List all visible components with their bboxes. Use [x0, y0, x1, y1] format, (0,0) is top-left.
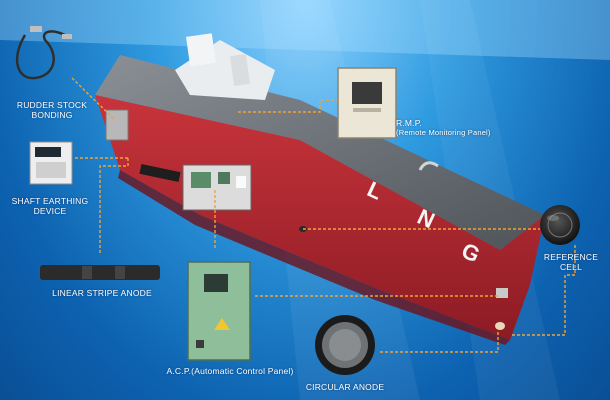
connector-ref-cell: [512, 245, 576, 336]
reference-cell-label: REFERENCE CELL: [538, 252, 604, 272]
linear-stripe-anode-item: [40, 265, 160, 280]
reference-cell-item: [540, 205, 580, 245]
rudder-stock-bonding-label: RUDDER STOCK BONDING: [12, 100, 92, 120]
rmp-line2: (Remote Monitoring Panel): [396, 128, 491, 137]
shaft-earthing-label: SHAFT EARTHING DEVICE: [4, 196, 96, 216]
connector-rmp: [238, 99, 345, 113]
hull-equipment: [105, 109, 252, 211]
rmp-label: R.M.P. (Remote Monitoring Panel): [396, 118, 492, 138]
ship-deck: [95, 33, 545, 250]
rudder-stock-bonding-line1: RUDDER STOCK: [16, 100, 88, 110]
reference-cell-line1: REFERENCE: [543, 252, 599, 262]
connector-rudder: [71, 77, 116, 121]
linear-stripe-anode-label: LINEAR STRIPE ANODE: [52, 288, 152, 298]
connector-stripe: [99, 158, 129, 255]
connector-circular: [380, 330, 499, 353]
shaft-earthing-line2: DEVICE: [33, 206, 67, 216]
shaft-earthing-item: [29, 141, 73, 185]
circular-anode-label: CIRCULAR ANODE: [305, 382, 385, 392]
reference-cell-line2: CELL: [559, 262, 583, 272]
acp-label: A.C.P.(Automatic Control Panel): [166, 366, 294, 376]
rudder-stock-bonding-line2: BONDING: [31, 110, 73, 120]
rmp-item: [337, 67, 397, 139]
rmp-line1: R.M.P.: [396, 118, 423, 128]
circular-anode-item: [315, 315, 375, 375]
shaft-earthing-line1: SHAFT EARTHING: [11, 196, 89, 206]
connector-lines: [71, 77, 576, 353]
rudder-stock-bonding-item: [15, 26, 72, 80]
ship-hull: [95, 95, 545, 345]
acp-item: [187, 261, 251, 361]
